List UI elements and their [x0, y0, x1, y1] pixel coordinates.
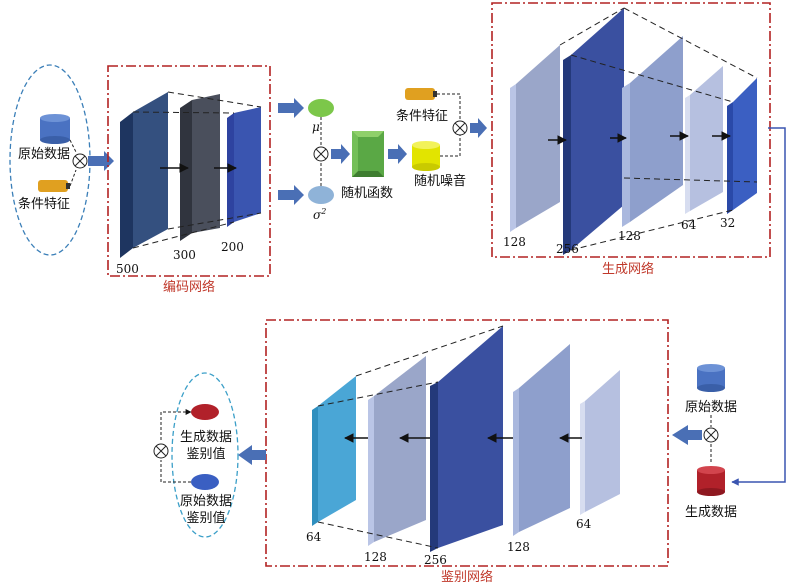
fake-data-label: 生成数据: [685, 505, 737, 520]
discriminator-layer-label: 64: [306, 530, 322, 544]
discriminator-layer-128: [513, 344, 570, 536]
encoder-layer-label: 200: [221, 240, 244, 254]
fake-score-label: 鉴别值: [186, 446, 225, 462]
multiply-icon: [452, 120, 468, 136]
discriminator-layer-label: 256: [424, 553, 447, 567]
latent-condition-label: 条件特征: [396, 108, 448, 124]
encoder-layer-label: 300: [173, 248, 196, 262]
generator-layer-64: [685, 66, 723, 214]
generator-layer-label: 64: [681, 218, 697, 232]
generator-frame: [491, 2, 771, 258]
generator-layer-label: 128: [503, 235, 526, 249]
generator-layer-label: 128: [618, 229, 641, 243]
arrow-left-icon: [238, 445, 266, 465]
generator-title: 生成网络: [602, 261, 654, 277]
database-icon: [40, 114, 70, 144]
multiply-icon: [703, 427, 719, 443]
random-function-box: [352, 131, 384, 177]
multiply-icon: [72, 153, 88, 169]
generator-layer-256: [563, 8, 624, 255]
condition-feature-icon: [405, 88, 437, 100]
noise-cylinder-icon: [412, 141, 440, 171]
random-function-label: 随机函数: [341, 186, 393, 201]
generator-layer-128: [510, 45, 560, 232]
sigma-ellipse: [308, 186, 334, 204]
connector-line: [731, 127, 786, 486]
discriminator-layer-256: [430, 326, 503, 552]
discriminator-layer-64: [312, 376, 356, 526]
discriminator-layer-label: 128: [507, 540, 530, 554]
fake-score-label: 生成数据: [180, 430, 232, 445]
generated-data-cylinder-icon: [697, 466, 725, 496]
mu-label: μ: [312, 120, 320, 134]
multiply-icon: [153, 443, 169, 459]
encoder-layer-500: [120, 92, 168, 258]
encoder-layer-200: [227, 107, 261, 227]
database-icon: [697, 364, 725, 392]
multiply-icon: [313, 146, 329, 162]
real-data-label: 原始数据: [685, 400, 737, 415]
discriminator-layer-label: 128: [364, 550, 387, 564]
encoder-layer-label: 500: [116, 262, 139, 276]
condition-feature-icon: [38, 180, 70, 192]
encoder-frame: [107, 65, 271, 277]
encoder-input-label: 原始数据: [18, 147, 70, 162]
output-ellipse: [171, 372, 239, 538]
real-score-ellipse: [191, 474, 219, 490]
discriminator-layer-64: [580, 370, 620, 515]
arrow-right-icon: [278, 98, 304, 118]
mu-ellipse: [308, 99, 334, 117]
discriminator-layer-128: [368, 356, 426, 546]
generator-layer-128: [622, 36, 683, 227]
arrow-left-icon: [672, 425, 702, 445]
real-score-label: 原始数据: [180, 494, 232, 509]
generator-layer-label: 32: [720, 216, 735, 230]
generator-layer-32: [727, 78, 757, 214]
sigma-label: σ2: [313, 207, 326, 222]
encoder-condition-label: 条件特征: [18, 196, 70, 212]
encoder-title: 编码网络: [163, 279, 215, 295]
real-score-label: 鉴别值: [186, 510, 225, 526]
arrow-right-icon: [388, 144, 407, 164]
arrow-right-icon: [470, 118, 487, 138]
discriminator-title: 鉴别网络: [441, 569, 493, 585]
noise-label: 随机噪音: [414, 173, 466, 189]
arrow-right-icon: [331, 144, 350, 164]
arrow-right-icon: [278, 185, 304, 205]
generator-layer-label: 256: [556, 242, 579, 256]
fake-score-ellipse: [191, 404, 219, 420]
discriminator-layer-label: 64: [576, 517, 592, 531]
discriminator-frame: [265, 319, 669, 567]
arrow-right-icon: [88, 151, 114, 171]
